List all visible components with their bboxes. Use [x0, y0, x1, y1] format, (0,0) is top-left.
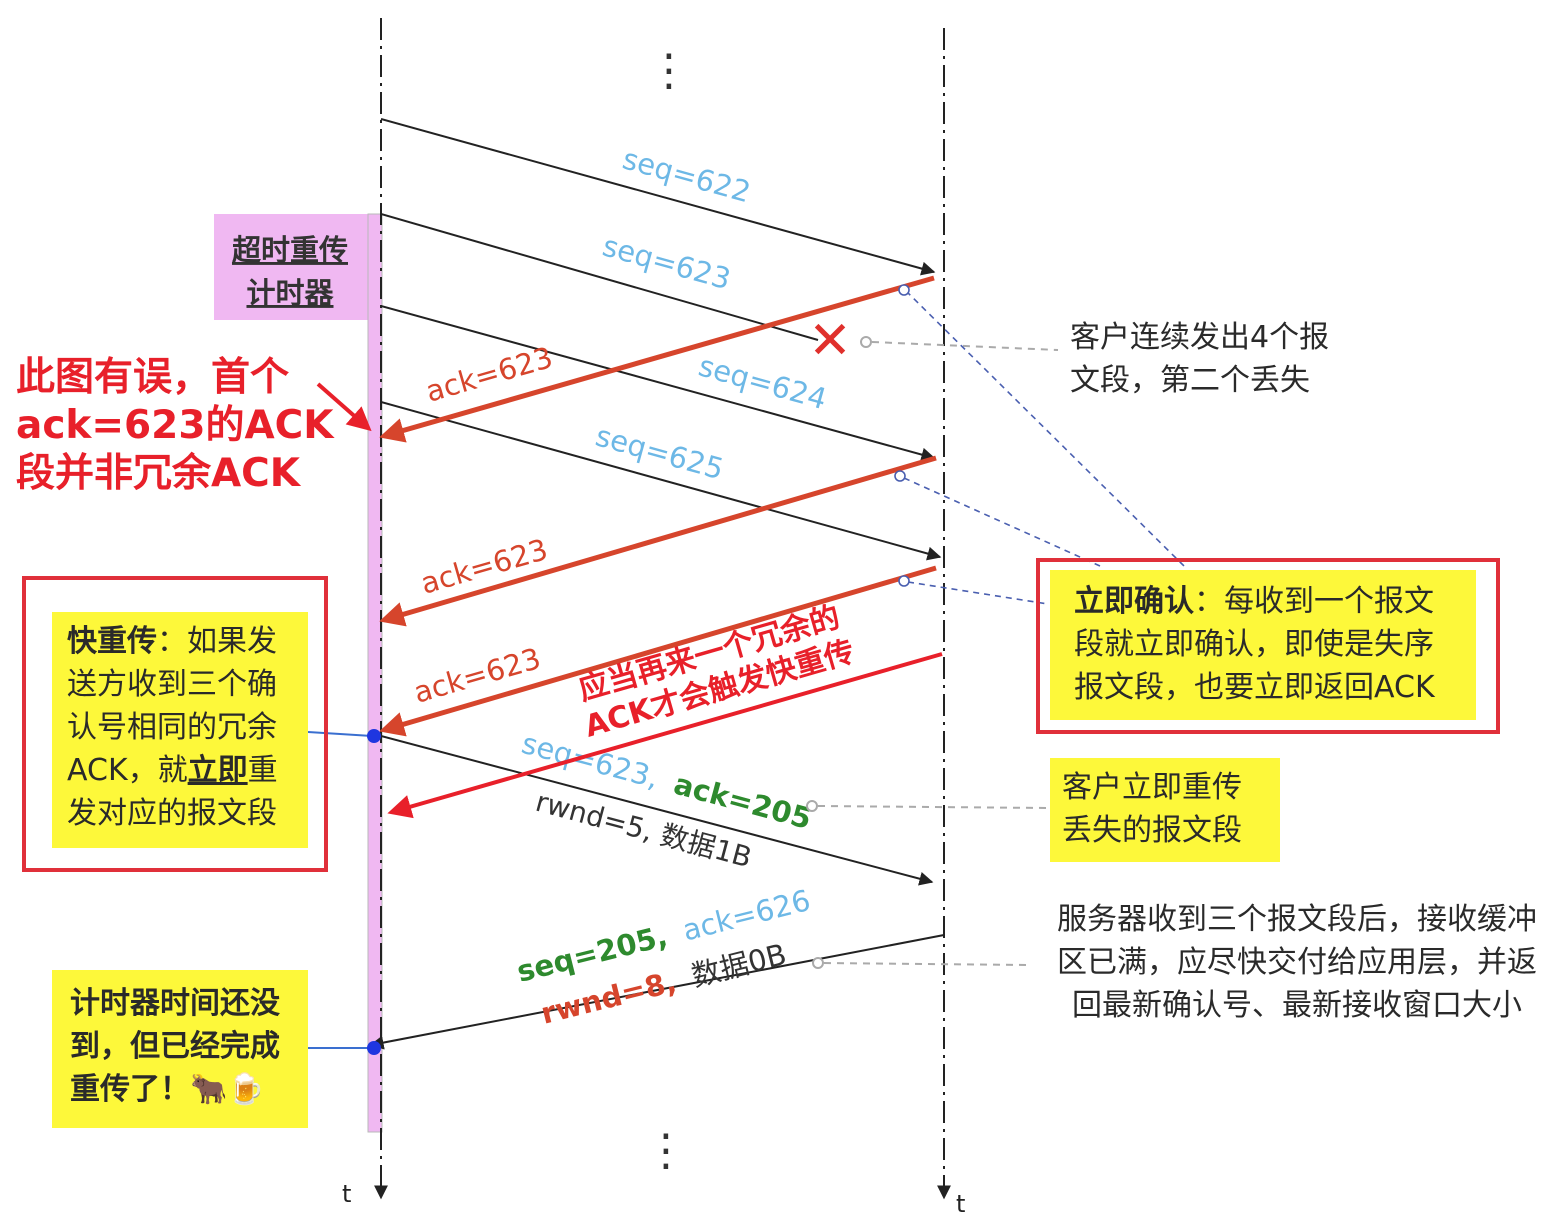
error-annotation-line1: 此图有误，首个	[16, 355, 290, 400]
cheers-emoji-icon: 🐂🍺	[190, 1072, 265, 1107]
server-note-line2: 区已满，应尽快交付给应用层，并返	[1057, 945, 1537, 980]
timer-note-line3: 重传了！	[70, 1072, 190, 1107]
ack-623-first-arrow	[379, 275, 935, 443]
error-annotation: 此图有误，首个 ack=623的ACK 段并非冗余ACK	[16, 354, 336, 498]
timer-note-line2: 到，但已经完成	[70, 1029, 280, 1064]
timer-note-line1: 计时器时间还没	[70, 986, 280, 1021]
server-note-connector	[823, 962, 1029, 966]
retransmit-seq-623-arrow	[380, 735, 934, 886]
timer-label-line2: 计时器	[246, 276, 334, 310]
segment-seq-623-arrow	[380, 213, 819, 341]
server-ack-626-arrow	[369, 934, 945, 1050]
timer-note-callout-dot	[367, 1041, 381, 1055]
server-note: 服务器收到三个报文段后，接收缓冲 区已满，应尽快交付给应用层，并返 回最新确认号…	[1044, 898, 1550, 1027]
fast-retx-frame	[22, 576, 328, 872]
client-retx-line2: 丢失的报文段	[1062, 813, 1242, 848]
bottom-ellipsis: ⋮	[644, 1125, 688, 1176]
client-send-note-line2: 文段，第二个丢失	[1070, 363, 1310, 398]
immediate-ack-connector-3-dot	[898, 575, 910, 587]
client-note-connector-dot	[860, 336, 872, 348]
client-retx-note-connector	[817, 805, 1049, 809]
immediate-ack-title: 立即确认	[1074, 584, 1194, 619]
immediate-ack-line2: 段就立即确认，即使是失序	[1074, 627, 1434, 662]
ack-623-second-arrow	[379, 455, 937, 627]
fast-retx-line4-emph: 立即	[187, 753, 248, 788]
label-ack-623-first: ack=623	[422, 340, 557, 409]
fast-retx-callout-line	[307, 731, 373, 737]
error-annotation-line2: ack=623的ACK	[16, 403, 334, 448]
fast-retx-line1: ：如果发	[157, 624, 277, 659]
label-ack-623-third: ack=623	[410, 641, 545, 710]
label-seq-625: seq=625	[592, 418, 727, 486]
fast-retx-line3: 认号相同的冗余	[67, 710, 277, 745]
server-note-line3: 回最新确认号、最新接收窗口大小	[1072, 988, 1522, 1023]
missing-ack-arrow	[387, 652, 943, 819]
fast-retx-line5: 发对应的报文段	[67, 796, 277, 831]
immediate-ack-connector-2	[903, 477, 1101, 567]
server-note-connector-dot	[812, 957, 824, 969]
fast-retx-line2: 送方收到三个确	[67, 667, 277, 702]
server-note-line1: 服务器收到三个报文段后，接收缓冲	[1057, 902, 1537, 937]
client-note-connector	[871, 341, 1059, 351]
immediate-ack-frame	[1036, 558, 1500, 734]
segment-seq-622-arrow	[380, 118, 936, 276]
ack-623-third-arrow	[379, 565, 937, 737]
lost-segment-x-icon: ✕	[808, 311, 852, 371]
client-retx-line1: 客户立即重传	[1062, 770, 1242, 805]
timer-bar	[367, 213, 383, 1133]
immediate-ack-box: 立即确认：每收到一个报文 段就立即确认，即使是失序 报文段，也要立即返回ACK	[1050, 570, 1476, 720]
immediate-ack-connector-2-dot	[894, 470, 906, 482]
timer-label-line1: 超时重传	[232, 233, 348, 267]
server-ack-text: ack=626	[679, 883, 814, 947]
segment-seq-625-arrow	[380, 401, 942, 561]
error-note-pointer-arrow	[316, 382, 372, 432]
label-seq-622: seq=622	[619, 141, 754, 209]
client-retx-note-connector-dot	[806, 800, 818, 812]
immediate-ack-line3: 报文段，也要立即返回ACK	[1074, 670, 1435, 705]
client-retx-box: 客户立即重传 丢失的报文段	[1050, 758, 1280, 862]
server-data-text: 数据0B	[688, 937, 790, 993]
immediate-ack-line1: ：每收到一个报文	[1194, 584, 1434, 619]
client-send-note-line1: 客户连续发出4个报	[1070, 320, 1330, 355]
error-annotation-line3: 段并非冗余ACK	[16, 451, 301, 496]
fast-retx-line4-pre: ACK，就	[67, 753, 188, 788]
fast-retx-callout-dot	[367, 729, 381, 743]
label-seq-623: seq=623	[599, 228, 734, 296]
client-send-note: 客户连续发出4个报 文段，第二个丢失	[1070, 316, 1329, 402]
timer-label-bg	[214, 214, 376, 320]
top-ellipsis: ⋮	[647, 45, 691, 96]
server-time-label: t	[956, 1190, 965, 1218]
timer-note-box: 计时器时间还没 到，但已经完成 重传了！🐂🍺	[52, 970, 308, 1128]
segment-seq-624-arrow	[380, 305, 936, 462]
client-time-label: t	[342, 1180, 351, 1208]
fast-retx-line4-post: 重	[247, 753, 278, 788]
fast-retx-title: 快重传	[67, 624, 157, 659]
immediate-ack-connector-3	[907, 581, 1049, 605]
immediate-ack-connector-1-dot	[898, 284, 910, 296]
fast-retx-box: 快重传：如果发 送方收到三个确 认号相同的冗余 ACK，就立即重 发对应的报文段	[52, 612, 308, 848]
